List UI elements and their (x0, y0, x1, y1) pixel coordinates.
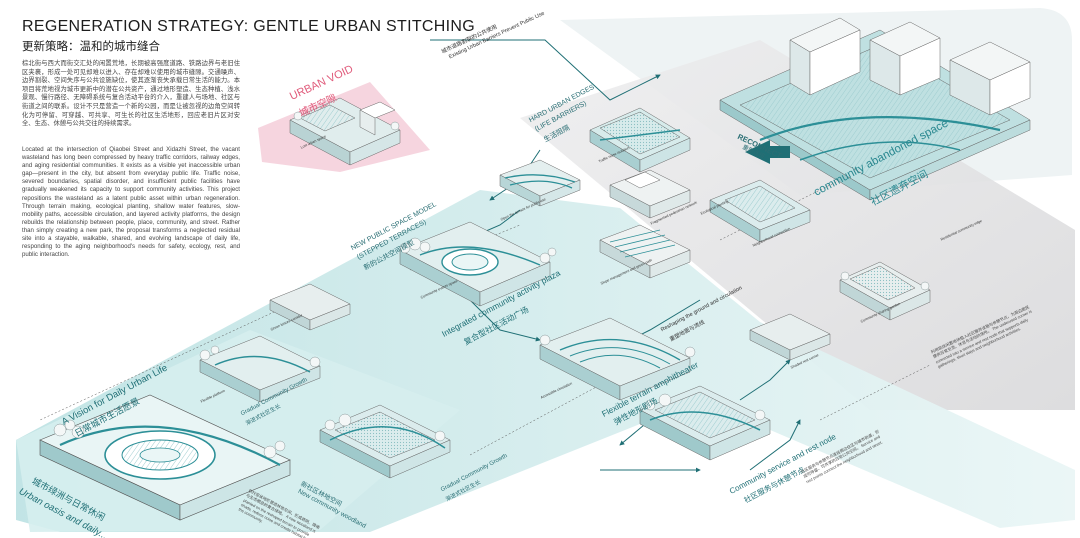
intro-paragraph-en: Located at the intersection of Qiaobei S… (22, 146, 240, 259)
plaza-block (399, 221, 551, 307)
rest-node-block (749, 313, 831, 361)
traffic-block (499, 159, 581, 207)
slope-block (599, 224, 691, 279)
garden-block (839, 261, 931, 321)
growth-block (199, 335, 321, 403)
fragmented-block (609, 169, 691, 219)
page-title: REGENERATION STRATEGY: GENTLE URBAN STIT… (22, 18, 475, 35)
intro-paragraph-cn: 棕北街与西大而街交汇处的闲置荒地，长期被高强度道路、铁路边界与老旧住区夹裹，形成… (22, 60, 240, 128)
urban-void-block (289, 97, 401, 166)
oasis-block (39, 394, 291, 521)
page-subtitle: 更新策略：温和的城市缝合 (22, 39, 160, 53)
service-block (639, 385, 771, 461)
amphitheater-block (539, 317, 691, 401)
reconnect-arrow (745, 140, 790, 164)
woodland-block (319, 404, 451, 479)
edge-block (269, 283, 351, 331)
neighborhood-block (719, 17, 1031, 201)
hard-edges-block (589, 107, 691, 173)
tree-clusters (53, 111, 930, 459)
terrace-block (709, 179, 811, 243)
